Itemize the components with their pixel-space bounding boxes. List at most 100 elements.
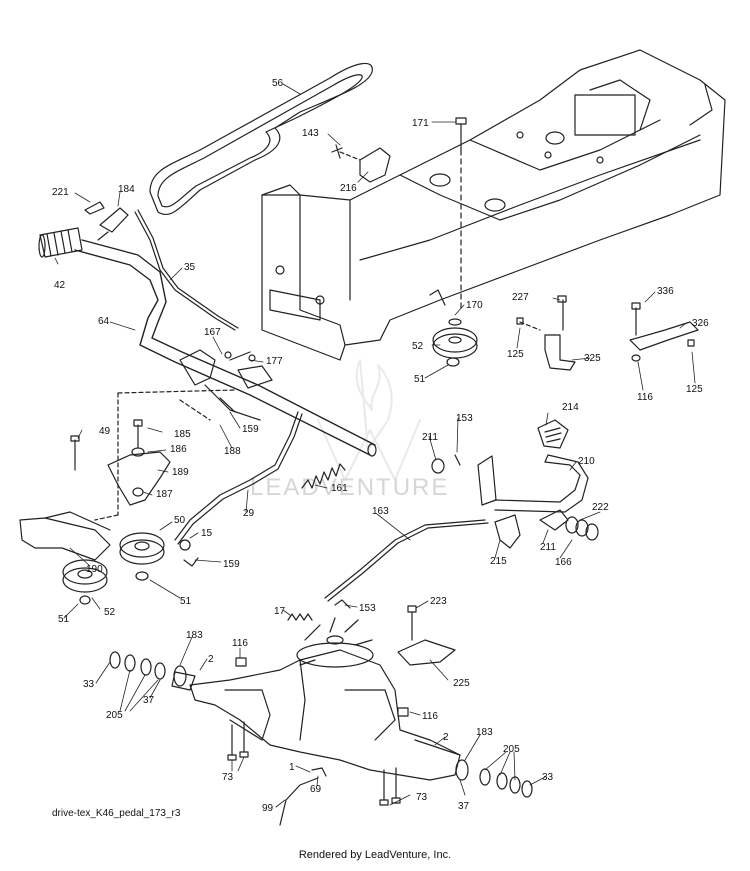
group-outline — [94, 389, 236, 521]
grip-42 — [38, 227, 83, 258]
callout-33-a: 33 — [83, 679, 95, 690]
callout-29: 29 — [243, 508, 255, 519]
drive-belt — [149, 62, 373, 216]
callout-225: 225 — [453, 678, 470, 689]
callout-222: 222 — [592, 502, 609, 513]
callout-50: 50 — [174, 515, 186, 526]
watermark-text: LEADVENTURE — [250, 474, 449, 501]
bracket-189 — [70, 419, 171, 506]
callout-153-a: 153 — [456, 413, 473, 424]
callout-183-a: 183 — [186, 630, 203, 641]
callout-186: 186 — [170, 444, 187, 455]
callout-116-b: 116 — [232, 638, 248, 649]
bushing-211 — [431, 454, 461, 474]
callout-49: 49 — [99, 426, 111, 437]
callout-2-b: 2 — [443, 732, 449, 743]
callout-159-a: 159 — [242, 424, 259, 435]
rod-163 — [324, 519, 489, 602]
bolt-171 — [455, 117, 467, 151]
callout-184: 184 — [118, 184, 135, 195]
bracket-225 — [397, 605, 456, 666]
render-credit: Rendered by LeadVenture, Inc. — [298, 849, 452, 861]
callout-73-a: 73 — [222, 772, 234, 783]
callout-73-b: 73 — [416, 792, 428, 803]
callout-215: 215 — [490, 556, 507, 567]
callout-52-b: 52 — [104, 607, 116, 618]
pedal-pad-214 — [537, 419, 569, 449]
callout-99: 99 — [262, 803, 274, 814]
callout-336: 336 — [657, 286, 674, 297]
idler-pulley-52 — [429, 289, 478, 367]
part-215 — [494, 514, 521, 549]
callout-2-a: 2 — [208, 654, 214, 665]
clip-159 — [183, 557, 199, 567]
callout-64: 64 — [98, 316, 110, 327]
callout-177: 177 — [266, 356, 283, 367]
transaxle — [171, 617, 461, 781]
callout-216: 216 — [340, 183, 357, 194]
callout-189: 189 — [172, 467, 189, 478]
nuts-116 — [235, 657, 409, 717]
callout-69: 69 — [310, 784, 322, 795]
callout-labels: 56 143 171 216 221 184 42 35 64 167 177 … — [52, 78, 709, 814]
callout-211-b: 211 — [540, 542, 556, 553]
bracket-326 — [629, 302, 699, 362]
washers-left — [109, 651, 187, 687]
pedal-assembly-210 — [477, 454, 589, 531]
callout-15: 15 — [201, 528, 213, 539]
bracket-216 — [331, 144, 391, 183]
bracket-184 — [84, 201, 129, 241]
callout-326: 326 — [692, 318, 709, 329]
callout-227: 227 — [512, 292, 529, 303]
drawing-reference: drive-tex_K46_pedal_173_r3 — [52, 808, 181, 819]
callout-37-b: 37 — [458, 801, 470, 812]
linkage-assembly — [179, 349, 273, 421]
callout-125-a: 125 — [507, 349, 524, 360]
tractor-frame — [261, 49, 726, 361]
callout-221: 221 — [52, 187, 69, 198]
pulley-50 — [119, 532, 165, 581]
rod-35 — [134, 209, 239, 331]
shaft-64 — [74, 239, 377, 457]
callout-167: 167 — [204, 327, 221, 338]
belt-guard-190 — [19, 511, 111, 561]
callout-42: 42 — [54, 280, 66, 291]
callouts — [54, 83, 696, 808]
callout-190: 190 — [86, 564, 103, 575]
callout-56: 56 — [272, 78, 284, 89]
bracket-325 — [516, 295, 576, 371]
callout-171: 171 — [412, 118, 429, 129]
callout-214: 214 — [562, 402, 579, 413]
rod-99 — [279, 767, 327, 826]
rod-29 — [174, 411, 303, 551]
callout-52-a: 52 — [412, 341, 424, 352]
spring-161 — [301, 463, 346, 489]
callout-205-b: 205 — [503, 744, 520, 755]
callout-187: 187 — [156, 489, 173, 500]
callout-161: 161 — [331, 483, 348, 494]
callout-116-a: 116 — [637, 392, 653, 403]
washers-166 — [565, 516, 599, 541]
callout-125-b: 125 — [686, 384, 703, 395]
callout-37-a: 37 — [143, 695, 155, 706]
callout-211-a: 211 — [422, 432, 438, 443]
callout-153-b: 153 — [359, 603, 376, 614]
callout-116-c: 116 — [422, 711, 438, 722]
callout-223: 223 — [430, 596, 447, 607]
callout-51-b: 51 — [58, 614, 70, 625]
callout-143: 143 — [302, 128, 319, 139]
callout-159-b: 159 — [223, 559, 240, 570]
callout-35: 35 — [184, 262, 196, 273]
washers-right — [455, 759, 533, 798]
callout-205-a: 205 — [106, 710, 123, 721]
callout-210: 210 — [578, 456, 595, 467]
callout-325: 325 — [584, 353, 601, 364]
callout-188: 188 — [224, 446, 241, 457]
callout-163: 163 — [372, 506, 389, 517]
callout-166: 166 — [555, 557, 572, 568]
callout-51-c: 51 — [180, 596, 192, 607]
callout-17: 17 — [274, 606, 286, 617]
callout-51-a: 51 — [414, 374, 426, 385]
